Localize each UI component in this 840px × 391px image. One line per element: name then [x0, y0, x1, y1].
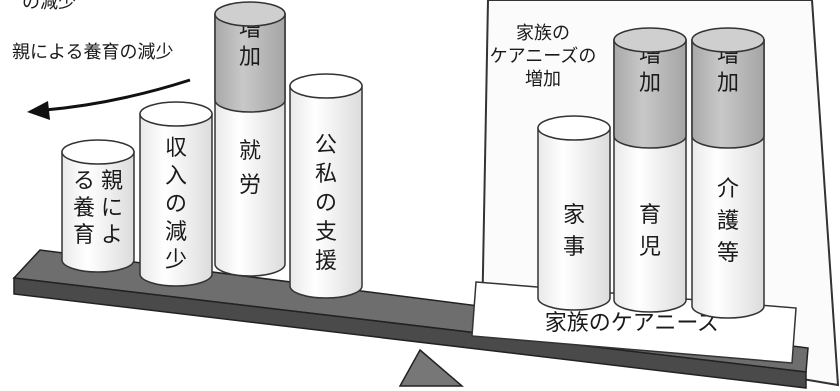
cylinder-label: 児 [639, 235, 661, 260]
cap-label: 加 [239, 45, 261, 70]
cylinder-label: 支 [315, 220, 337, 245]
cap-label: 加 [717, 71, 739, 96]
cylinder-label: の [315, 191, 337, 216]
cylinder-label: 等 [717, 241, 739, 266]
svg-text:家族の: 家族の [516, 23, 570, 44]
cylinder-housework: 家事 [537, 115, 611, 311]
cylinder-label: 私 [315, 162, 337, 187]
cylinder-label: 家 [563, 203, 585, 228]
cylinder-cap [691, 39, 765, 149]
cylinder-label: 護 [717, 209, 739, 234]
svg-text:家族のケアニーズ: 家族のケアニーズ [545, 311, 719, 336]
cylinder-label: 収 [165, 136, 187, 161]
cylinder-label: 就 [239, 139, 261, 164]
cylinder-label: 介 [717, 177, 739, 202]
cylinder-label: に [101, 196, 123, 221]
cylinder-label: 養 [73, 196, 95, 221]
left-caption: 親による養育の減少 [12, 42, 173, 63]
right-caption: 家族の ケアニーズの 増加 [490, 23, 597, 90]
left-arrow-head-icon [27, 101, 50, 120]
cylinder-label: 入 [165, 164, 187, 189]
cylinder-label: 親 [101, 169, 123, 194]
cylinder-cap [613, 39, 687, 149]
cylinder-label: 労 [239, 173, 261, 198]
cylinder-label: の [165, 192, 187, 217]
cylinder-label: よ [101, 223, 123, 248]
cylinder-parent-care: 親によ る養育 [61, 139, 135, 273]
svg-text:増加: 増加 [525, 69, 561, 90]
cylinder-label: 公 [315, 133, 337, 158]
cylinder-label: 援 [315, 249, 337, 274]
cylinder-label: 育 [73, 223, 95, 248]
cylinder-label: 事 [563, 235, 585, 260]
cylinder-label: 育 [639, 203, 661, 228]
fulcrum-triangle [398, 348, 465, 387]
left-arrow-icon [44, 78, 191, 112]
cylinder-label: る [73, 169, 95, 194]
cylinder-label: 減 [165, 220, 187, 245]
svg-text:ケアニーズの: ケアニーズの [490, 46, 597, 67]
top-clipped-text: の減少 [22, 0, 76, 13]
cap-label: 加 [639, 71, 661, 96]
cylinder-label: 少 [165, 248, 187, 273]
cylinder-cap [214, 13, 286, 113]
